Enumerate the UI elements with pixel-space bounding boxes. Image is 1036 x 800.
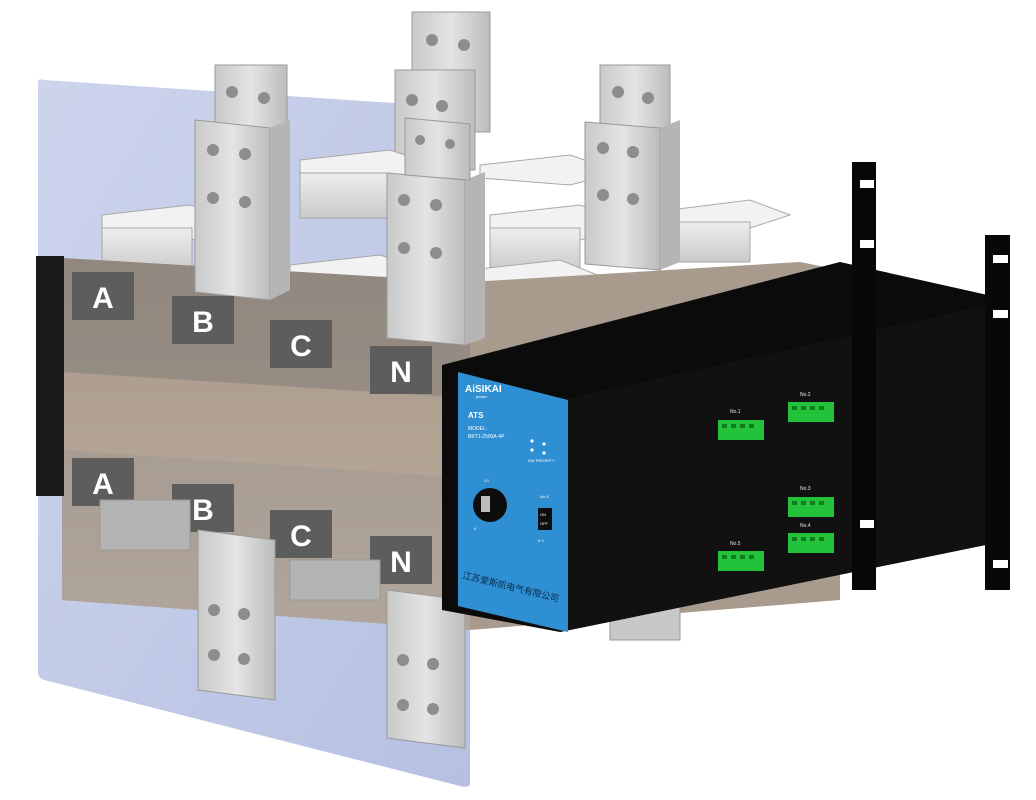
- switch-bottom-label: II 0: [538, 538, 544, 543]
- connector-port: [788, 533, 834, 553]
- control-panel: AiSIKAI power ATS MODEL: BKT1-2500A-4P D…: [458, 372, 568, 632]
- on-off-switch[interactable]: [538, 508, 552, 530]
- phase-label-bottom: C: [290, 520, 312, 553]
- phase-label-top: A: [92, 282, 114, 315]
- panel-title: ATS: [468, 411, 484, 420]
- phase-label-top: B: [192, 306, 214, 339]
- connector-port: [788, 497, 834, 517]
- mounting-brackets: [852, 162, 1010, 590]
- port-label: No.5: [730, 541, 741, 547]
- phase-labels-top: A B C N: [72, 272, 432, 394]
- switch-top-label: No.X: [540, 494, 549, 499]
- knob-mark-bottom: II: [474, 526, 476, 531]
- port-label: No.1: [730, 409, 741, 415]
- brand-logo: AiSIKAI: [465, 384, 502, 395]
- connector-port: [718, 551, 764, 571]
- brand-sub: power: [476, 394, 488, 399]
- connector-port: [718, 420, 764, 440]
- phase-label-bottom: A: [92, 468, 114, 501]
- connector-port: [788, 402, 834, 422]
- front-upper-terminals: [194, 117, 680, 346]
- port-label: No.2: [800, 392, 811, 398]
- switch-on-label: ON: [540, 512, 546, 517]
- model-value: BKT1-2500A-4P: [468, 434, 505, 440]
- port-label: No.3: [800, 486, 811, 492]
- connector-ports: No.1 No.2 No.3 No.4 No.5: [718, 392, 834, 571]
- model-label: MODEL:: [468, 426, 487, 432]
- port-label: No.4: [800, 523, 811, 529]
- phase-label-top: C: [290, 330, 312, 363]
- switch-off-label: OFF: [540, 521, 549, 526]
- phase-label-bottom: B: [192, 494, 214, 527]
- status-label: DW PRIORITY: [528, 458, 555, 463]
- phase-label-bottom: N: [390, 546, 412, 579]
- phase-label-top: N: [390, 356, 412, 389]
- bottom-terminals: [99, 499, 681, 749]
- knob-mark-top: I-0: [484, 478, 489, 483]
